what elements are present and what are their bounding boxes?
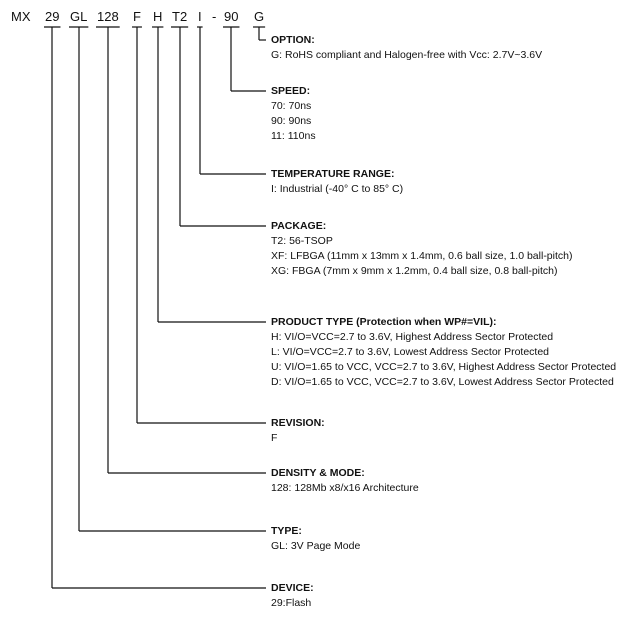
section-type: TYPE: GL: 3V Page Mode xyxy=(271,524,360,554)
section-line: 11: 110ns xyxy=(271,130,316,142)
section-line: L: VI/O=VCC=2.7 to 3.6V, Lowest Address … xyxy=(271,346,550,358)
section-line: I: Industrial (-40° C to 85° C) xyxy=(271,183,404,195)
code-segment: 90 xyxy=(224,9,239,24)
code-segment: - xyxy=(212,9,217,24)
code-segment: H xyxy=(153,9,163,24)
section-density-mode: DENSITY & MODE: 128: 128Mb x8/x16 Archite… xyxy=(271,466,419,496)
section-title: PACKAGE: xyxy=(271,220,327,232)
section-title: REVISION: xyxy=(271,417,325,429)
code-segment: MX xyxy=(11,9,31,24)
section-title: DEVICE: xyxy=(271,582,314,594)
section-title: TYPE: xyxy=(271,525,302,537)
code-segment: T2 xyxy=(172,9,188,24)
section-title: OPTION: xyxy=(271,34,315,46)
section-line: XF: LFBGA (11mm x 13mm x 1.4mm, 0.6 ball… xyxy=(271,250,573,262)
section-line: GL: 3V Page Mode xyxy=(271,540,361,552)
section-line: 29:Flash xyxy=(271,597,312,609)
section-title: PRODUCT TYPE (Protection when WP#=VIL): xyxy=(271,316,497,328)
section-line: U: VI/O=1.65 to VCC, VCC=2.7 to 3.6V, Hi… xyxy=(271,361,617,373)
section-line: D: VI/O=1.65 to VCC, VCC=2.7 to 3.6V, Lo… xyxy=(271,376,614,388)
section-speed: SPEED: 70: 70ns 90: 90ns 11: 110ns xyxy=(271,84,316,144)
section-line: T2: 56-TSOP xyxy=(271,235,333,247)
section-line: XG: FBGA (7mm x 9mm x 1.2mm, 0.4 ball si… xyxy=(271,265,558,277)
section-line: 70: 70ns xyxy=(271,100,312,112)
section-line: G: RoHS compliant and Halogen-free with … xyxy=(271,49,543,61)
section-temperature-range: TEMPERATURE RANGE: I: Industrial (-40° C … xyxy=(271,167,403,197)
section-title: DENSITY & MODE: xyxy=(271,467,365,479)
code-segment: G xyxy=(254,9,265,24)
code-segment: F xyxy=(133,9,141,24)
code-segment: 29 xyxy=(45,9,60,24)
section-device: DEVICE: 29:Flash xyxy=(271,581,314,611)
section-line: H: VI/O=VCC=2.7 to 3.6V, Highest Address… xyxy=(271,331,554,343)
code-segment: I xyxy=(198,9,202,24)
section-option: OPTION: G: RoHS compliant and Halogen-fre… xyxy=(271,33,542,63)
section-line: 90: 90ns xyxy=(271,115,312,127)
section-title: SPEED: xyxy=(271,85,311,97)
code-segment: GL xyxy=(70,9,88,24)
section-product-type: PRODUCT TYPE (Protection when WP#=VIL): H… xyxy=(271,315,616,390)
section-line: 128: 128Mb x8/x16 Architecture xyxy=(271,482,419,494)
section-title: TEMPERATURE RANGE: xyxy=(271,168,395,180)
section-revision: REVISION: F xyxy=(271,416,325,446)
section-package: PACKAGE: T2: 56-TSOP XF: LFBGA (11mm x 13m… xyxy=(271,219,573,279)
code-segment: 128 xyxy=(97,9,119,24)
section-line: F xyxy=(271,432,278,444)
